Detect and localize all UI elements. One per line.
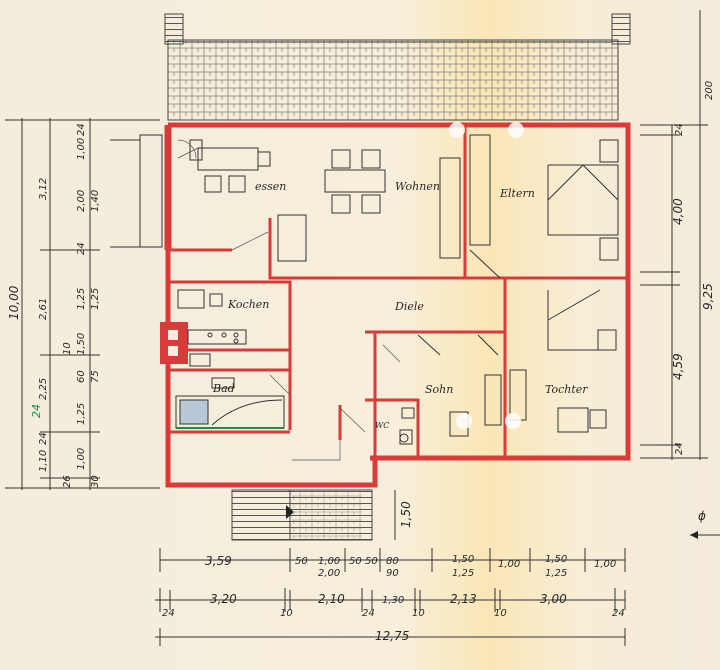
dim-right-24-bottom: 24 [674,442,685,455]
dim-row2-24a: 24 [162,608,175,619]
dim-left-312: 3,12 [38,178,49,200]
dim-left-110: 1,10 [38,450,49,472]
dim-inner-150: 1,50 [76,333,87,355]
children-furniture [417,289,617,437]
dim-row1-100c: 1,00 [594,559,616,570]
dim-row2-24c: 24 [612,608,625,619]
dim-row2-210: 2,10 [318,592,345,606]
right-dimension-chain [640,10,708,460]
dim-row2-213: 2,13 [450,592,477,606]
interior-walls [168,125,628,458]
dim-inner-100-a: 1,00 [76,138,87,160]
edge-marker-text: ϕ [698,509,706,523]
dim-left-225: 2,25 [38,378,49,400]
room-label-essen: essen [255,180,286,193]
dim-row2-130: 1,30 [382,595,404,606]
dim-row1-125: 1,25 [452,568,474,579]
dining-furniture [189,139,461,262]
dim-row2-300: 3,00 [540,592,567,606]
room-label-bad: Bad [212,382,235,395]
side-entrance [110,134,163,248]
dim-row2-10c: 10 [494,608,507,619]
room-label-tochter: Tochter [545,383,588,396]
dim-right-925: 9,25 [701,283,715,310]
dim-row1-200: 2,00 [318,568,340,579]
light-reflections [449,122,524,429]
parents-furniture [469,134,619,279]
bathroom-furniture [175,377,285,429]
dim-row1-80: 80 [386,556,399,567]
dim-row1-150: 1,50 [452,554,474,565]
dim-inner-125-c: 1,25 [76,403,87,425]
entrance-stairs [231,489,373,541]
terrace [164,13,631,121]
dim-row1-50: 50 [295,556,308,567]
door-swings [177,139,401,461]
dim-row1-359: 3,59 [205,554,232,568]
dim-left-261: 2,61 [38,298,49,320]
outer-walls [164,122,631,488]
edge-marker-arrow-icon [690,531,698,539]
dim-green-24: 24 [30,404,43,418]
room-label-sohn: Sohn [425,383,453,396]
dim-row1-150a: 50 [365,556,378,567]
dim-left-26: 26 [62,475,73,488]
dim-inner-100-b: 1,00 [76,448,87,470]
dim-right-459: 4,59 [671,353,685,380]
dim-entrance-150: 1,50 [399,501,413,528]
room-label-eltern: Eltern [499,187,535,200]
dim-inner-10: 10 [62,342,73,355]
dim-inner-30: 30 [90,475,101,488]
dim-inner-125-a: 1,25 [76,288,87,310]
dim-row1-90: 90 [386,568,399,579]
room-label-wohnen: Wohnen [395,180,440,193]
dim-row2-24b: 24 [362,608,375,619]
dim-inner-24-a: 24 [76,123,87,136]
dim-left-24: 24 [38,432,49,445]
dim-row2-10b: 10 [412,608,425,619]
room-label-diele: Diele [394,300,424,313]
dim-right-200: 200 [704,81,715,100]
dim-inner-200: 2,00 [76,190,87,212]
dim-inner-60: 60 [76,370,87,383]
dim-row2-320: 3,20 [210,592,237,606]
wc-fixtures [399,407,415,445]
dim-inner-125-b: 1,25 [90,288,101,310]
bottom-dimension-row-1 [159,548,626,572]
dim-row1-50b: 50 [349,556,362,567]
dim-inner-24-b: 24 [76,242,87,255]
room-label-kochen: Kochen [227,298,269,311]
dim-row1-100b: 1,00 [498,559,520,570]
dim-row1-150b: 1,50 [545,554,567,565]
left-dimension-chain [5,118,160,490]
dim-inner-75: 75 [90,370,101,383]
dim-row1-125b: 1,25 [545,568,567,579]
dim-row2-10a: 10 [280,608,293,619]
kitchen-furniture [177,289,247,367]
dim-right-24-top: 24 [674,123,685,136]
dim-left-1000: 10,00 [7,285,21,320]
chimney [160,322,188,364]
room-label-wc: WC [375,421,389,430]
dim-row1-100: 1,00 [318,556,340,567]
dim-inner-140: 1,40 [90,190,101,212]
dim-total-1275: 12,75 [375,629,409,643]
bottom-dimension-row-2 [155,588,626,612]
dim-right-400: 4,00 [671,198,685,225]
